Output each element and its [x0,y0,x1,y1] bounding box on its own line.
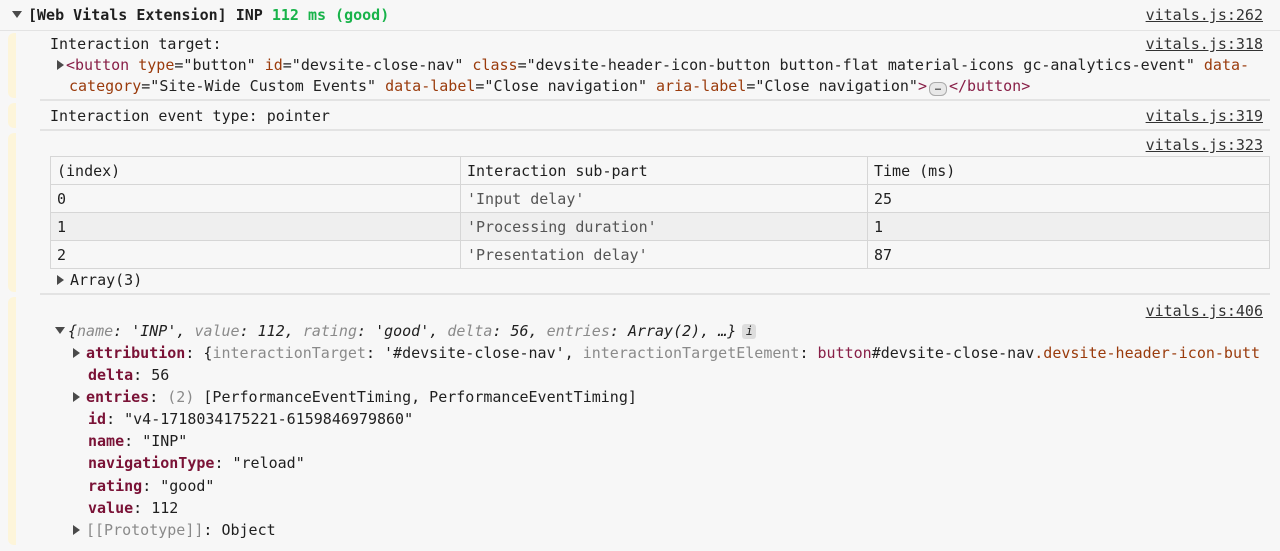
table-row: 2'Presentation delay'87 [50,240,1270,269]
prop-entries[interactable]: entries: (2) [PerformanceEventTiming, Pe… [73,387,637,408]
column-header[interactable]: Time (ms) [867,156,1270,185]
source-link[interactable]: vitals.js:262 [1145,6,1263,24]
source-link[interactable]: vitals.js:323 [1145,136,1263,154]
inp-value: 112 ms (good) [271,6,390,24]
element-node-cont: category="Site-Wide Custom Events" data-… [69,77,1031,96]
cell: 'Processing duration' [460,212,868,241]
table-header-row: (index) Interaction sub-part Time (ms) [50,156,1270,185]
cell: 87 [867,240,1270,269]
expand-triangle-icon[interactable] [57,275,64,285]
cell: 25 [867,184,1270,213]
cell: 'Input delay' [460,184,868,213]
element-node[interactable]: <button type="button" id="devsite-close-… [57,55,1249,76]
prop-name: name: "INP" [88,432,188,450]
source-link[interactable]: vitals.js:318 [1145,35,1263,53]
group-title: [Web Vitals Extension] INP [28,6,272,24]
expand-triangle-icon[interactable] [12,11,22,18]
target-label: Interaction target: [50,35,222,53]
prop-rating: rating: "good" [88,477,215,495]
console-table: (index) Interaction sub-part Time (ms) 0… [50,156,1270,269]
collapse-triangle-icon[interactable] [55,327,65,334]
prop-navigation-type: navigationType: "reload" [88,454,305,472]
log-group-header[interactable]: [Web Vitals Extension] INP 112 ms (good) [12,5,389,26]
divider [40,129,1270,131]
expand-triangle-icon[interactable] [73,392,80,402]
divider [40,293,1270,295]
column-header[interactable]: (index) [50,156,461,185]
cell: 2 [50,240,461,269]
expand-triangle-icon[interactable] [73,348,80,358]
table-row: 0'Input delay'25 [50,184,1270,213]
prop-value: value: 112 [88,499,179,517]
cell: 1 [50,212,461,241]
divider [40,99,1270,101]
cell: 0 [50,184,461,213]
prop-attribution[interactable]: attribution: {interactionTarget: '#devsi… [73,343,1260,364]
prop-id: id: "v4-1718034175221-6159846979860" [88,410,414,428]
ellipsis-button[interactable]: … [928,82,947,96]
prop-delta: delta: 56 [88,366,170,384]
source-link[interactable]: vitals.js:319 [1145,107,1263,125]
group-bar [8,33,16,98]
expand-triangle-icon[interactable] [73,525,80,535]
prop-prototype[interactable]: [[Prototype]]: Object [73,520,276,541]
cell: 'Presentation delay' [460,240,868,269]
info-icon[interactable]: i [742,324,757,339]
array-toggle[interactable]: Array(3) [57,270,142,291]
divider [0,30,1280,31]
table-row: 1'Processing duration'1 [50,212,1270,241]
expand-triangle-icon[interactable] [57,60,64,70]
source-link[interactable]: vitals.js:406 [1145,302,1263,320]
object-summary[interactable]: {name: 'INP', value: 112, rating: 'good'… [55,321,757,342]
event-type-text: Interaction event type: pointer [50,107,330,125]
group-bar [8,103,16,128]
group-bar [8,297,16,545]
cell: 1 [867,212,1270,241]
column-header[interactable]: Interaction sub-part [460,156,868,185]
group-bar [8,133,16,292]
